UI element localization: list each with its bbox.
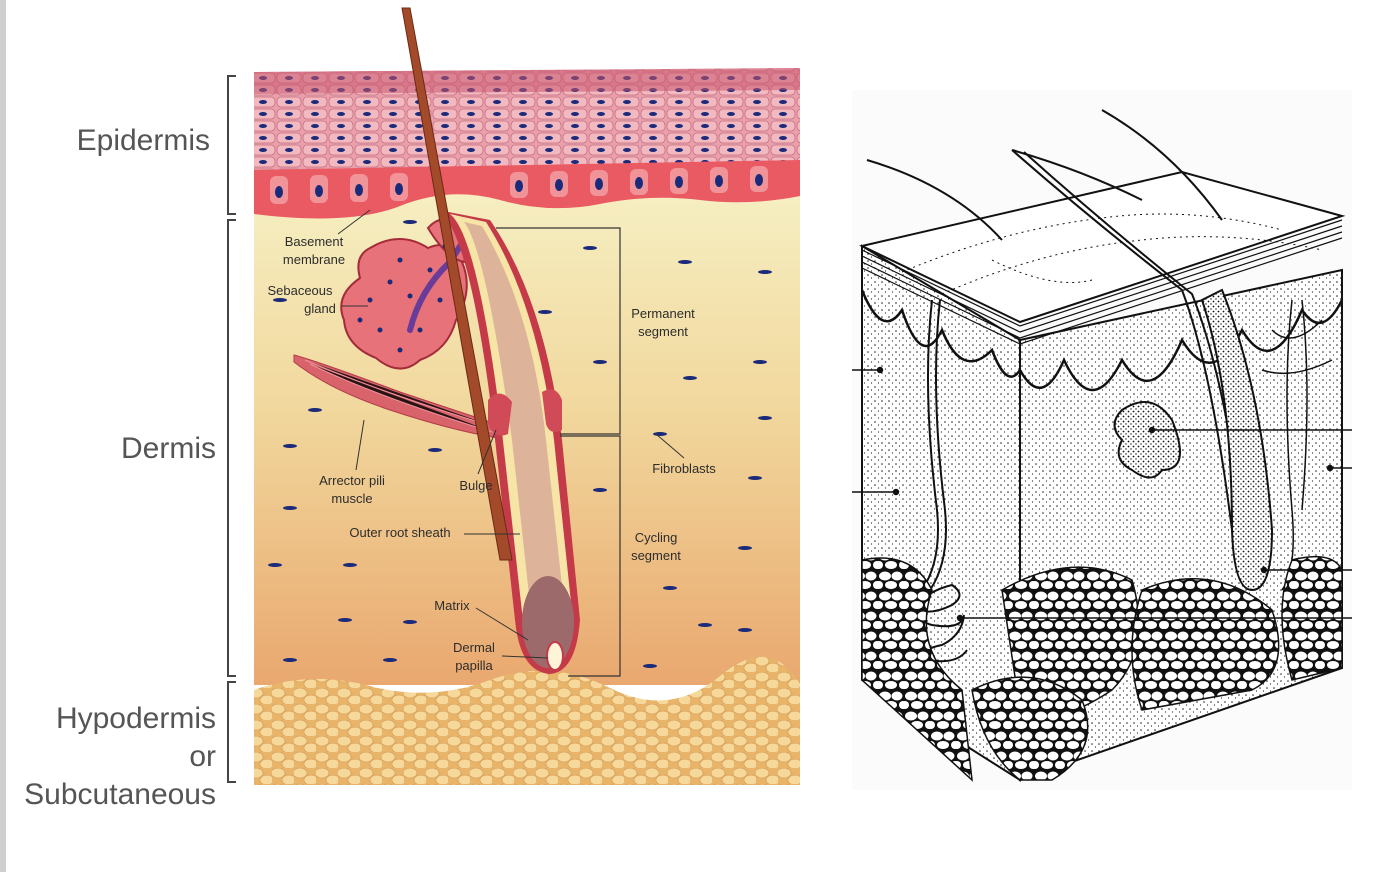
dermis-label: Dermis (121, 432, 216, 465)
cycling-segment-label-2: segment (631, 548, 681, 563)
sebaceous-gland-bw (1113, 401, 1181, 479)
hair-follicle (401, 7, 580, 674)
hypodermis-bracket (227, 681, 236, 783)
bulge-label: Bulge (459, 478, 492, 493)
arrector-pili-label-2: muscle (331, 491, 372, 506)
epidermal-ridges-right (1018, 299, 1344, 392)
arrector-pili-label: Arrector pili (319, 473, 385, 488)
basement-membrane-label-2: membrane (283, 252, 345, 267)
hypodermis-label-line1: Hypodermis (55, 702, 216, 735)
hypodermis-label-line2: or (189, 740, 216, 773)
fibroblasts-label: Fibroblasts (652, 461, 716, 476)
skin-block-diagram (852, 90, 1352, 790)
basement-membrane-label: Basement (285, 234, 344, 249)
permanent-segment-label: Permanent (631, 306, 695, 321)
epidermal-ridges-left (860, 289, 1022, 378)
fat-cells-right (1131, 578, 1280, 711)
dermal-papilla (546, 641, 564, 671)
fat-cells-bottom (971, 676, 1089, 781)
dermal-papilla-label: Dermal (453, 640, 495, 655)
outer-root-sheath-label: Outer root sheath (349, 525, 450, 540)
bulge (488, 393, 512, 436)
cycling-segment-bracket (560, 435, 621, 677)
epidermis-bracket (227, 75, 236, 215)
epidermis-label: Epidermis (76, 124, 210, 157)
hair-follicle-diagram: Basement membrane Sebaceous gland Perman… (254, 7, 800, 785)
dermis-bracket (227, 219, 236, 677)
hypodermis-label: Hypodermis or Subcutaneous (0, 700, 216, 814)
hypodermis-fat (254, 656, 800, 785)
hair-shaft (401, 7, 513, 561)
permanent-segment-label-2: segment (638, 324, 688, 339)
matrix-label: Matrix (434, 598, 470, 613)
sebaceous-gland-label: Sebaceous (267, 283, 333, 298)
sebaceous-gland-label-2: gland (304, 301, 336, 316)
leader-lines (852, 366, 1352, 622)
screen-left-edge (0, 0, 6, 872)
dermal-papilla-label-2: papilla (455, 658, 493, 673)
follicle-bw (1200, 288, 1274, 592)
hypodermis-label-line3: Subcutaneous (24, 778, 216, 811)
layer-brackets (227, 75, 236, 783)
permanent-segment-bracket (496, 227, 621, 435)
cycling-segment-label: Cycling (635, 530, 678, 545)
fat-cells-left (861, 557, 973, 782)
fibroblasts (268, 220, 772, 668)
basal-cell-row (254, 160, 800, 219)
